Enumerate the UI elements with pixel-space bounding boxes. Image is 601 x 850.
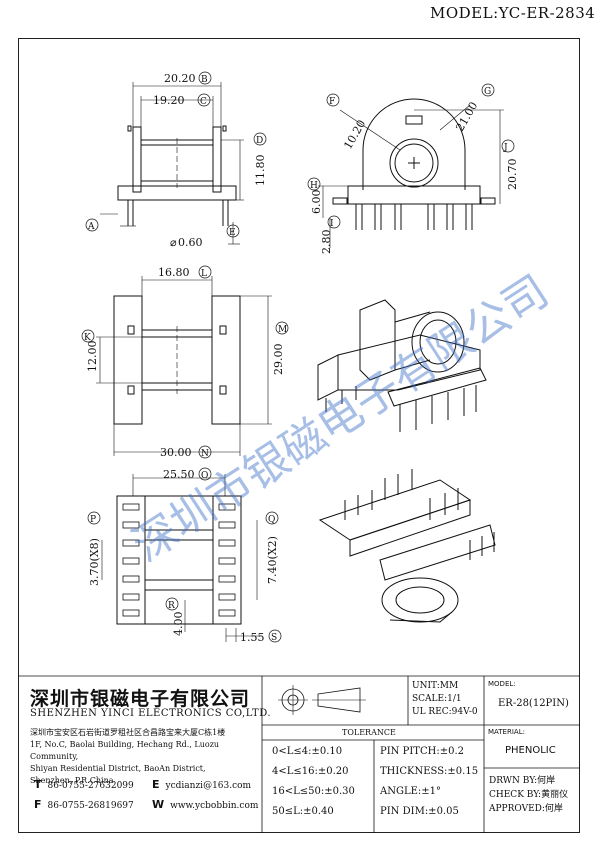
dim-G-value: 21.00 — [453, 100, 480, 134]
dim-C-label: C — [200, 97, 207, 107]
dim-K-value: 12.00 — [86, 341, 99, 373]
dim-C-value: 19.20 — [153, 94, 185, 107]
web-value: www.ycbobbin.com — [170, 801, 259, 811]
dim-A-label: A — [87, 222, 95, 232]
angle: ANGLE:±1° — [380, 786, 442, 797]
approved-by: APPROVED:何岸 — [489, 804, 563, 814]
tel-label: T — [34, 778, 42, 791]
dim-O-label: O — [201, 471, 208, 481]
tolerance-row: 16<L≤50:±0.30 — [272, 786, 355, 797]
dim-E-value: 0.60 — [178, 236, 203, 249]
dim-K-label: K — [84, 333, 91, 343]
dim-O-value: 25.50 — [163, 468, 195, 481]
title-block — [18, 675, 580, 833]
fax-value: 86-0755-26819697 — [47, 801, 134, 811]
dim-Q-label: Q — [268, 515, 275, 525]
company-name-cn: 深圳市银磁电子有限公司 — [30, 688, 251, 710]
dim-G-label: G — [484, 87, 491, 97]
web-label: W — [152, 798, 165, 811]
iso-view-2 — [318, 469, 496, 623]
iso-view-1 — [317, 299, 487, 432]
contact-fax: F 86-0755-26819697 — [34, 798, 134, 811]
dim-H-label: H — [310, 181, 318, 191]
dim-E-label: E — [229, 228, 236, 238]
dim-P-value: 3.70(X8) — [88, 538, 101, 586]
tel-value: 86-0755-27632099 — [47, 781, 134, 791]
material-label: MATERIAL: — [488, 728, 525, 736]
tolerance-row: 50≤L:±0.40 — [272, 806, 334, 817]
contact-tel: T 86-0755-27632099 — [34, 778, 134, 791]
drawn-by: DRWN BY:何岸 — [489, 776, 556, 786]
dim-J-label: J — [503, 143, 508, 153]
dim-H-value: 6.00 — [310, 190, 323, 215]
pin-dim: PIN DIM:±0.05 — [380, 806, 459, 817]
dim-N-label: N — [201, 449, 209, 459]
dim-S-value: 1.55 — [240, 631, 265, 644]
svg-text:⌀: ⌀ — [170, 236, 177, 249]
scale-label: SCALE:1/1 — [412, 694, 462, 704]
company-name-en: SHENZHEN YINCI ELECTRONICS CO,LTD. — [30, 708, 272, 719]
dim-L-label: L — [201, 269, 207, 279]
tolerance-row: 4<L≤16:±0.20 — [272, 766, 349, 777]
dim-J-value: 20.70 — [506, 159, 519, 191]
dim-F-value: 10.20 — [341, 118, 368, 152]
model-header: MODEL:YC-ER-2834 — [430, 4, 596, 22]
dim-Q-value: 7.40(X2) — [266, 536, 279, 584]
front-view — [100, 82, 244, 245]
dim-D-label: D — [256, 136, 263, 146]
dim-D-value: 11.80 — [254, 155, 267, 187]
dim-M-label: M — [278, 325, 287, 335]
email-label: E — [152, 778, 160, 791]
material-value: PHENOLIC — [505, 745, 556, 756]
dim-B-value: 20.20 — [164, 72, 196, 85]
dim-M-value: 29.00 — [272, 344, 285, 376]
address-line: Shiyan Residential District, BaoAn Distr… — [30, 764, 206, 773]
address-line: 深圳市宝安区石岩街道罗租社区合昌路宝来大厦C栋1楼 — [30, 728, 226, 737]
dim-R-label: R — [168, 601, 175, 611]
unit-label: UNIT:MM — [412, 681, 459, 691]
ul-label: UL REC:94V-0 — [412, 707, 478, 717]
model-label: MODEL: — [488, 680, 516, 688]
dim-I-value: 2.80 — [320, 230, 333, 255]
tolerance-row: 0<L≤4:±0.10 — [272, 746, 343, 757]
address-line: 1F, No.C, Baolai Building, Hechang Rd., … — [30, 740, 220, 761]
email-value: ycdianzi@163.com — [165, 781, 252, 791]
tolerance-title: TOLERANCE — [342, 728, 396, 737]
dim-L-value: 16.80 — [158, 266, 190, 279]
drawing-frame — [18, 38, 580, 833]
dim-B-label: B — [201, 75, 208, 85]
dim-I-label: I — [330, 219, 334, 229]
top-view — [96, 276, 272, 456]
thickness: THICKNESS:±0.15 — [380, 766, 479, 777]
dim-N-value: 30.00 — [160, 446, 192, 459]
dim-R-value: 4.00 — [172, 612, 185, 637]
dim-P-label: P — [90, 515, 96, 525]
pin-pitch: PIN PITCH:±0.2 — [380, 746, 464, 757]
company-address: 深圳市宝安区石岩街道罗租社区合昌路宝来大厦C栋1楼 1F, No.C, Baol… — [30, 727, 258, 787]
side-view — [318, 98, 504, 248]
dim-F-label: F — [329, 97, 335, 107]
model-value: ER-28(12PIN) — [498, 698, 569, 709]
checked-by: CHECK BY:黄丽仪 — [489, 790, 569, 800]
fax-label: F — [34, 798, 42, 811]
address-line: Shenzhen, P.R.China — [30, 776, 114, 785]
dim-S-label: S — [271, 633, 277, 643]
